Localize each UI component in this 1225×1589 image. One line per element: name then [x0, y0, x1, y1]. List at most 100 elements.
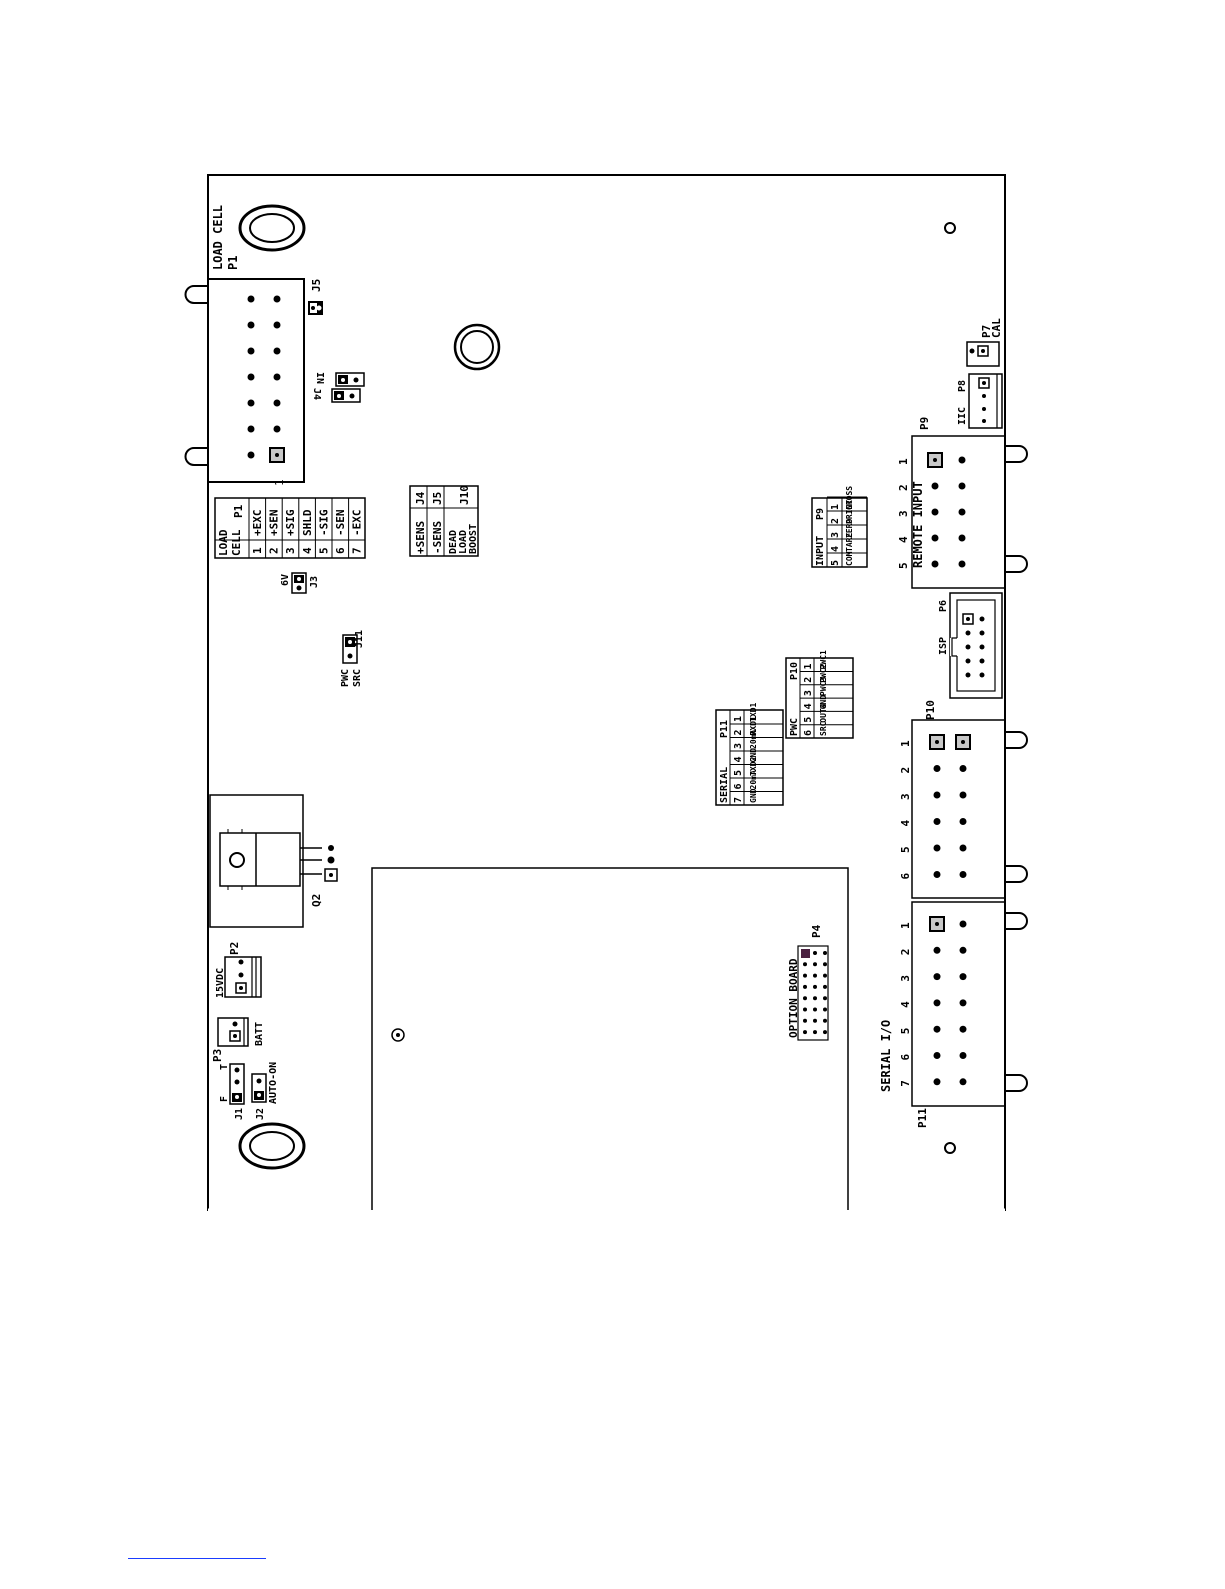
p1-pin-a3 [273, 399, 281, 407]
p2-label: P2 [228, 942, 241, 955]
p6-pin [965, 658, 971, 664]
lc-pin-7: 7 [351, 547, 364, 554]
p9-pin-1-hole [933, 458, 937, 462]
p4-pin [803, 1030, 807, 1035]
p10-pin-num-3: 3 [899, 793, 912, 800]
p1-pin-b1 [247, 451, 255, 459]
input-pin-2: 2 [830, 518, 841, 524]
iic-label: IIC [957, 407, 968, 425]
p11-label: P11 [916, 1108, 929, 1128]
input-pin-4: 4 [830, 546, 841, 552]
mounting-slot-top-left [238, 204, 306, 252]
p1-pin-b3 [247, 399, 255, 407]
serial-signal-1: TXD1 [749, 703, 758, 722]
pwc-pin-6: 6 [803, 730, 814, 736]
serial-title: SERIAL [719, 767, 730, 803]
pwc-title: PWC [789, 718, 800, 736]
serial-pin-4: 4 [733, 756, 744, 762]
pwc-signal-2: PWC2 [819, 663, 828, 682]
p8-label: P8 [957, 380, 968, 392]
p4-pin [823, 1030, 827, 1035]
lc-title-cell: CELL [230, 529, 243, 556]
p4-pin [803, 973, 807, 978]
connector-p2: 15VDC P2 [215, 942, 262, 998]
j2-label: J2 [255, 1108, 266, 1120]
lc-signal-2: +SEN [268, 510, 281, 537]
footer-link-underline [128, 1558, 266, 1559]
isp-label: ISP [938, 637, 949, 655]
j1-label: J1 [234, 1108, 245, 1120]
j11-pwc-label: PWC [340, 669, 351, 687]
serial-signal-3: 20mA [749, 730, 758, 749]
p11-pin-num-6: 6 [899, 1054, 912, 1061]
jumper-j11: PWC SRC J11 [340, 630, 365, 687]
p10-pin-a2 [933, 765, 941, 772]
p10-pin-b2 [959, 765, 967, 772]
p1-pin-a7 [273, 295, 281, 303]
via-option-board [391, 1028, 405, 1042]
p1-pin-b7 [247, 295, 255, 303]
mounting-hole-center [453, 323, 501, 371]
pwc-signal-6: SRC [819, 721, 828, 736]
p9-label: P9 [918, 417, 931, 430]
p9-pin-b3 [958, 508, 966, 516]
p11-pin-b1 [959, 920, 967, 928]
input-signal-tare: TARE [845, 533, 854, 552]
p4-pin [813, 996, 817, 1001]
p4-pin [803, 984, 807, 989]
input-signal-com: COM [845, 551, 854, 566]
p10-label: P10 [924, 700, 937, 720]
p10-pin-a5 [933, 844, 941, 852]
p4-pin [823, 996, 827, 1001]
p4-pin [803, 1018, 807, 1023]
serial-pin-6: 6 [733, 783, 744, 789]
pwc-connector: P10 [789, 662, 800, 680]
serial-pin-7: 7 [733, 797, 744, 803]
j3-6v-label: 6V [280, 574, 291, 586]
serial-pin-3: 3 [733, 743, 744, 749]
jumper-j2: J2 AUTO-ON [251, 1062, 279, 1120]
j11-src-label: SRC [352, 669, 363, 687]
p4-pin [823, 1018, 827, 1023]
p11-pin-b6 [959, 1052, 967, 1059]
p6-pin [979, 658, 985, 664]
p10-pin-num-6: 6 [899, 873, 912, 880]
pwc-signal-1: PWC1 [819, 650, 828, 669]
auto-on-label: AUTO-ON [268, 1062, 279, 1104]
p9-pin-b5 [958, 560, 966, 568]
jumper-j5: J5 [308, 279, 323, 315]
serial-signal-4: GND [749, 748, 758, 763]
p6-pin [965, 672, 971, 678]
p11-pin-num-7: 7 [899, 1080, 912, 1087]
jumper-in-label: IN [314, 372, 325, 384]
p9-pin-b1 [958, 456, 966, 464]
p6-pin [965, 644, 971, 650]
p11-pin-b2 [959, 946, 967, 954]
p9-pin-num-1: 1 [897, 458, 910, 465]
p4-pin [813, 962, 817, 967]
pwc-signal-3: PWC3 [819, 677, 828, 696]
p10-pin-b4 [959, 818, 967, 825]
via-top-right [944, 222, 956, 234]
input-title: INPUT [815, 536, 826, 566]
p11-pin-b3 [959, 973, 967, 981]
connector-p8: P8 IIC [957, 373, 1003, 429]
jumper-j3: 6V J3 [280, 572, 320, 594]
input-connector: P9 [815, 508, 826, 520]
pwc-signal-5: OUT4 [819, 703, 828, 722]
p4-pin [813, 1007, 817, 1012]
p10-pin-a3 [933, 791, 941, 799]
p4-pin [823, 962, 827, 967]
j3-label: J3 [309, 576, 320, 588]
lc-signal-1: +EXC [251, 510, 264, 537]
p6-pin [979, 630, 985, 636]
p11-pin-a3 [933, 973, 941, 981]
p4-pin [813, 1030, 817, 1035]
p11-pin-num-4: 4 [899, 1001, 912, 1008]
lc-signal-6: -SEN [334, 510, 347, 537]
j1-f-label: F [219, 1096, 230, 1102]
